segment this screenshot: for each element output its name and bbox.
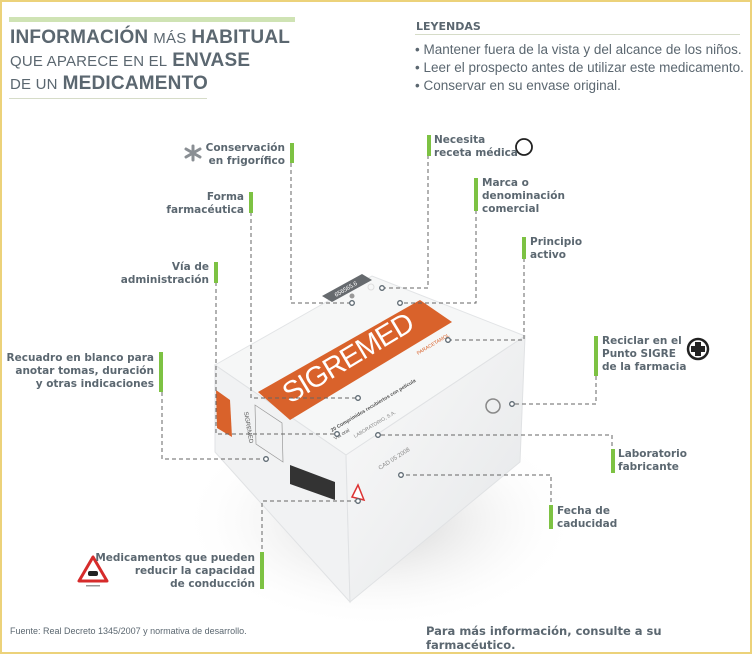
fridge-box-icon	[349, 293, 355, 299]
title-accent-bar	[9, 17, 295, 22]
label-bar	[290, 143, 294, 163]
divider	[9, 98, 207, 99]
title-word: INFORMACIÓN	[10, 27, 149, 48]
label-bar	[427, 135, 431, 156]
page-title: INFORMACIÓN MÁS HABITUAL QUE APARECE EN …	[10, 27, 290, 96]
title-word: ENVASE	[172, 50, 251, 71]
label-bar	[260, 552, 264, 589]
title-word: MEDICAMENTO	[62, 73, 209, 94]
anchor-dots	[263, 285, 515, 504]
side-brand: SIGREMED	[242, 411, 254, 444]
label-bar	[159, 352, 163, 392]
sigre-recycle-icon	[686, 337, 710, 361]
label-bar	[249, 192, 253, 213]
leader-lines	[161, 155, 613, 570]
legend-heading: LEYENDAS	[416, 20, 481, 33]
side-orange	[216, 390, 232, 437]
code-band	[322, 274, 372, 302]
title-word: HABITUAL	[191, 27, 291, 48]
label-bar	[611, 449, 615, 473]
rx-box-icon	[367, 283, 375, 291]
prescription-circle-icon	[515, 138, 533, 156]
driving-warning-icon	[77, 555, 109, 587]
legend-item: • Conservar en su envase original.	[415, 78, 621, 93]
box-right-face	[345, 335, 526, 604]
label-bar	[522, 237, 526, 259]
legend-item: • Mantener fuera de la vista y del alcan…	[415, 42, 742, 57]
barcode	[290, 465, 335, 500]
legend-list: • Mantener fuera de la vista y del alcan…	[415, 41, 744, 95]
divider	[415, 34, 740, 35]
more-info-note: Para más información, consulte a su farm…	[426, 624, 662, 652]
source-note: Fuente: Real Decreto 1345/2007 y normati…	[10, 626, 247, 636]
sigre-box-icon	[485, 398, 501, 414]
title-word: QUE APARECE EN EL	[10, 53, 168, 70]
title-word: MÁS	[153, 30, 187, 47]
label-bar	[474, 178, 478, 211]
blank-box	[254, 404, 284, 463]
label-bar	[214, 262, 218, 283]
brand-label	[258, 300, 452, 420]
label-bar	[594, 336, 598, 376]
snowflake-icon	[184, 144, 202, 162]
title-word: DE UN	[10, 76, 58, 93]
label-bar	[549, 505, 553, 529]
legend-item: • Leer el prospecto antes de utilizar es…	[415, 60, 744, 75]
